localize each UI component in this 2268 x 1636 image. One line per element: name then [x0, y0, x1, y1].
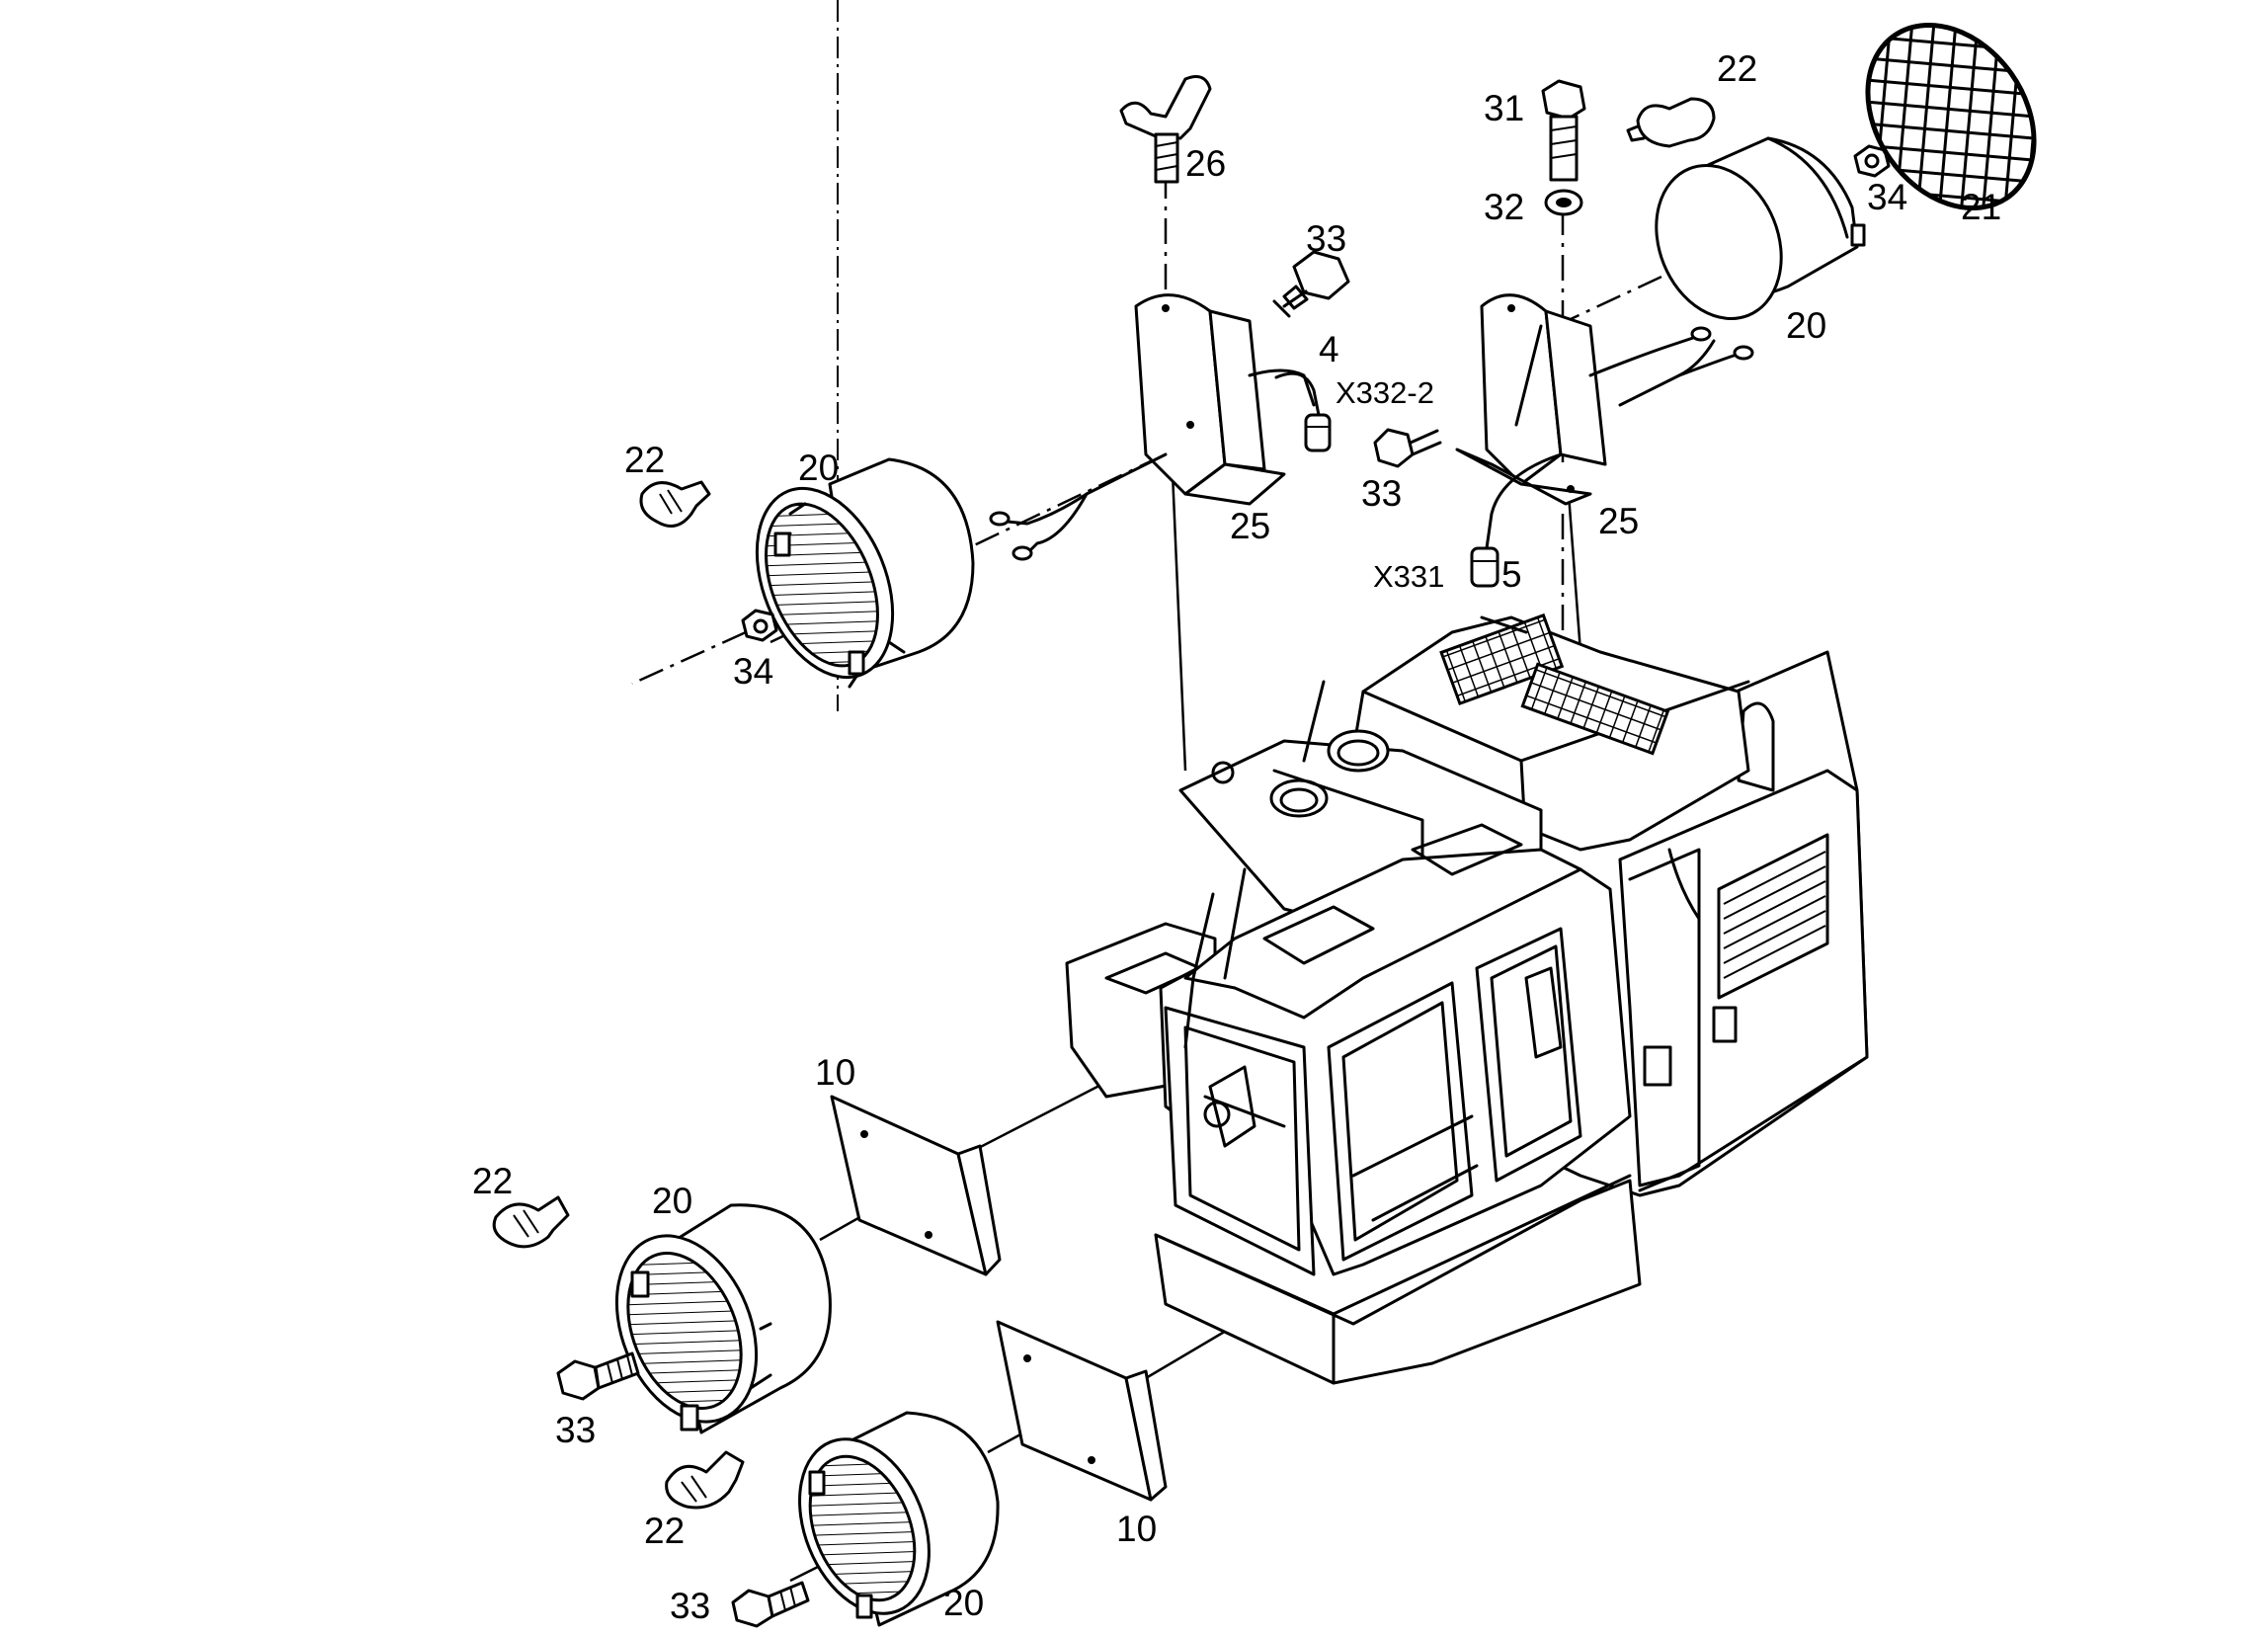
lamp-bracket-right [1455, 293, 1701, 506]
label-22-low: 22 [644, 1511, 685, 1551]
work-lamp-right [1655, 136, 1866, 321]
label-31: 31 [1484, 88, 1524, 128]
lamp-bracket-left [1134, 293, 1316, 506]
work-lamp-mid [614, 1203, 832, 1434]
mount-plate-10-lower [996, 1320, 1168, 1502]
part-labels: 26 33 4 X332-2 25 22 20 34 31 32 22 21 3… [472, 48, 2001, 1626]
label-20-left: 20 [798, 448, 839, 488]
label-20-mid: 20 [652, 1181, 692, 1221]
label-33-mid: 33 [1361, 473, 1402, 514]
label-33-top: 33 [1306, 218, 1346, 259]
lamp-harness-right [1618, 326, 1754, 407]
label-33-bottom: 33 [670, 1586, 710, 1626]
label-10-upper: 10 [815, 1052, 855, 1093]
work-lamp-bottom [798, 1411, 1000, 1627]
label-20-bottom: 20 [943, 1583, 984, 1623]
label-21: 21 [1961, 187, 2001, 227]
nut-34-right [1853, 144, 1891, 178]
label-22-mid: 22 [472, 1161, 513, 1201]
label-5: 5 [1501, 554, 1522, 595]
label-x332-2: X332-2 [1336, 375, 1434, 410]
label-32: 32 [1484, 187, 1524, 227]
label-25-left: 25 [1230, 506, 1270, 546]
bulb-22-left [639, 480, 711, 528]
work-lamp-left [755, 457, 975, 689]
label-10-lower: 10 [1116, 1509, 1157, 1549]
lamp-harness-left [989, 452, 1168, 561]
bolt-33-mid [1373, 428, 1442, 468]
label-22-top: 22 [1717, 48, 1757, 89]
label-x331: X331 [1373, 559, 1444, 594]
connector-x331 [1470, 452, 1563, 588]
label-20-right: 20 [1786, 305, 1826, 346]
bulb-22-low [665, 1450, 745, 1510]
label-4: 4 [1319, 329, 1339, 369]
label-25-right: 25 [1598, 501, 1639, 541]
washer-32 [1544, 189, 1583, 216]
mount-plate-10-upper [830, 1095, 1002, 1276]
label-26: 26 [1185, 143, 1226, 184]
label-34-right: 34 [1867, 177, 1907, 217]
bolt-33-low [556, 1351, 640, 1401]
bolt-33-top [1272, 250, 1350, 318]
bulb-22-mid [492, 1195, 570, 1249]
wing-bolt [1119, 75, 1212, 184]
bolt-31 [1541, 79, 1586, 182]
label-34-left: 34 [733, 651, 773, 692]
nut-34-left [741, 609, 778, 642]
bulb-22-top [1626, 97, 1716, 148]
label-22-left: 22 [624, 440, 665, 480]
excavator-upper-structure [1065, 613, 1869, 1385]
label-33-low: 33 [555, 1410, 596, 1450]
mesh-guard-21 [1865, 22, 2037, 211]
connector-x332-2 [1274, 371, 1332, 452]
bolt-33-bottom [731, 1581, 810, 1628]
